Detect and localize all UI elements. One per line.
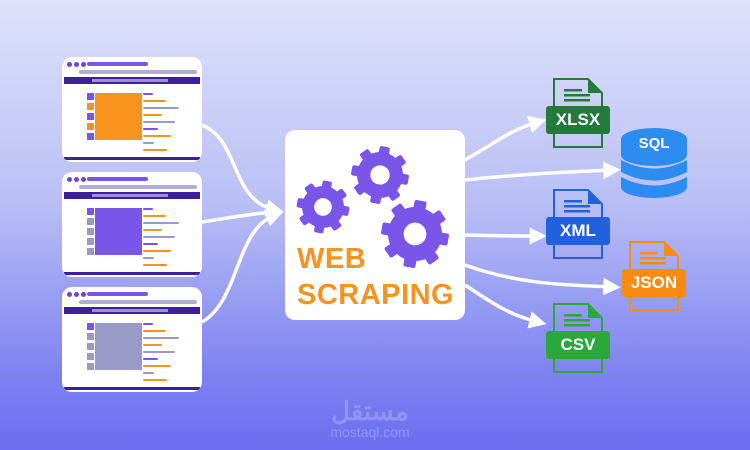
gear-left-icon bbox=[296, 180, 350, 234]
source-webpage-card bbox=[62, 287, 202, 392]
arrow-json bbox=[464, 263, 621, 296]
arrow-xml bbox=[464, 227, 547, 245]
file-label: XML bbox=[546, 217, 610, 245]
arrow-xlsx bbox=[464, 115, 547, 162]
arrow-source-3 bbox=[201, 209, 284, 324]
page-image bbox=[95, 208, 142, 255]
page-image bbox=[95, 93, 142, 140]
thumbnails bbox=[87, 323, 94, 370]
xml-file-icon: XML bbox=[546, 188, 610, 260]
mostaql-logo: مستقل mostaql.com bbox=[300, 398, 440, 440]
title-line2: SCRAPING bbox=[297, 279, 455, 311]
arrow-sql bbox=[464, 161, 621, 182]
source-webpage-card bbox=[62, 57, 202, 162]
logo-latin: mostaql.com bbox=[330, 424, 410, 440]
logo-arabic: مستقل bbox=[331, 396, 409, 426]
title-line1: WEB bbox=[297, 243, 367, 275]
arrow-csv bbox=[464, 283, 547, 329]
thumbnails bbox=[87, 93, 94, 140]
thumbnails bbox=[87, 208, 94, 255]
sql-database-icon: SQL bbox=[620, 127, 688, 199]
xlsx-file-icon: XLSX bbox=[546, 77, 610, 149]
source-webpage-card bbox=[62, 172, 202, 277]
page-image bbox=[95, 323, 142, 370]
json-file-icon: JSON bbox=[622, 240, 686, 312]
web-scraping-box bbox=[285, 130, 465, 320]
gear-top-icon bbox=[351, 146, 409, 204]
gears-icon bbox=[296, 146, 449, 268]
csv-file-icon: CSV bbox=[546, 302, 610, 374]
arrow-source-1 bbox=[201, 123, 284, 217]
gear-right-icon bbox=[381, 200, 449, 268]
file-label: XLSX bbox=[546, 106, 610, 134]
file-label: CSV bbox=[546, 331, 610, 359]
file-label: JSON bbox=[622, 269, 686, 297]
sql-label: SQL bbox=[638, 135, 670, 152]
